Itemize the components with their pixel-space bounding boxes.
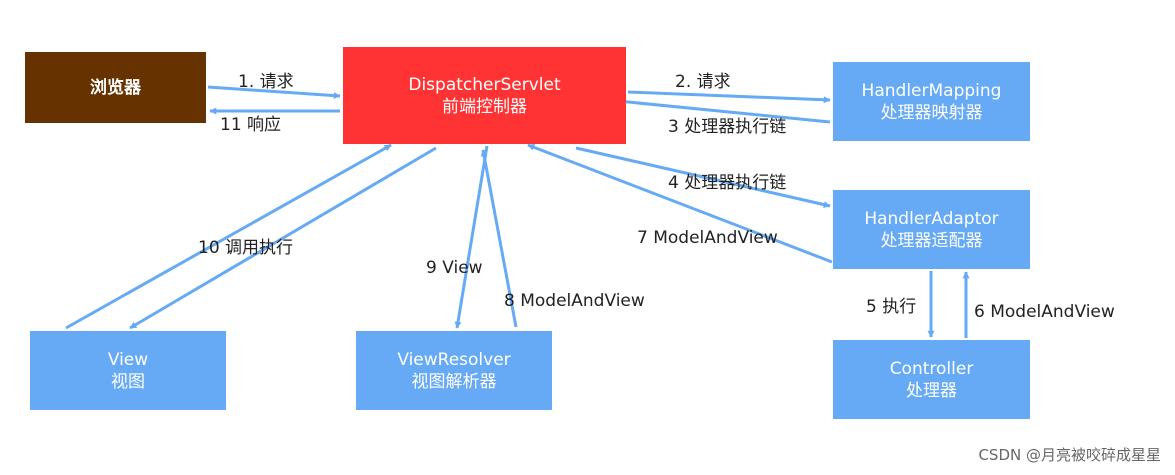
node-view: View 视图 <box>30 331 226 410</box>
arrow-4-handler-chain <box>575 146 831 209</box>
arrow-3-handler-chain <box>617 98 831 124</box>
node-handler-adaptor-title: HandlerAdaptor <box>864 208 999 229</box>
node-handler-mapping: HandlerMapping 处理器映射器 <box>833 62 1030 141</box>
arrow-1-request <box>207 85 341 100</box>
node-handler-mapping-subtitle: 处理器映射器 <box>880 102 983 123</box>
arrow-9-view <box>454 145 489 329</box>
arrow-8-modelandview <box>480 149 518 328</box>
node-controller-subtitle: 处理器 <box>906 380 957 401</box>
node-browser-label: 浏览器 <box>90 77 141 98</box>
node-dispatcher-subtitle: 前端控制器 <box>442 96 527 117</box>
node-browser: 浏览器 <box>25 52 206 123</box>
edge-label-9: 9 View <box>426 258 483 278</box>
edge-label-5: 5 执行 <box>866 297 917 317</box>
node-view-resolver-title: ViewResolver <box>397 349 511 370</box>
watermark-text: CSDN @月亮被咬碎成星星 <box>978 446 1161 464</box>
node-handler-adaptor: HandlerAdaptor 处理器适配器 <box>833 190 1030 269</box>
arrow-7-modelandview <box>527 143 833 264</box>
node-dispatcher-servlet: DispatcherServlet 前端控制器 <box>343 47 626 144</box>
node-view-subtitle: 视图 <box>111 371 145 392</box>
arrow-2-request <box>627 90 831 104</box>
edge-label-8: 8 ModelAndView <box>504 291 645 311</box>
edge-label-2: 2. 请求 <box>675 72 731 92</box>
node-controller: Controller 处理器 <box>833 340 1030 419</box>
edge-label-6: 6 ModelAndView <box>974 302 1115 322</box>
edge-label-7: 7 ModelAndView <box>637 228 778 248</box>
node-handler-mapping-title: HandlerMapping <box>861 80 1002 101</box>
node-view-resolver-subtitle: 视图解析器 <box>411 371 497 392</box>
edge-label-11: 11 响应 <box>220 115 282 135</box>
edge-label-3: 3 处理器执行链 <box>668 117 787 137</box>
node-view-title: View <box>107 349 149 370</box>
node-dispatcher-title: DispatcherServlet <box>408 74 561 95</box>
node-handler-adaptor-subtitle: 处理器适配器 <box>880 230 983 251</box>
arrow-10-invoke <box>65 143 392 330</box>
edge-label-10: 10 调用执行 <box>198 238 294 258</box>
node-view-resolver: ViewResolver 视图解析器 <box>356 331 552 410</box>
edge-label-1: 1. 请求 <box>238 72 294 92</box>
node-controller-title: Controller <box>889 358 974 379</box>
arrow-to-view <box>129 146 437 330</box>
edge-label-4: 4 处理器执行链 <box>668 173 787 193</box>
